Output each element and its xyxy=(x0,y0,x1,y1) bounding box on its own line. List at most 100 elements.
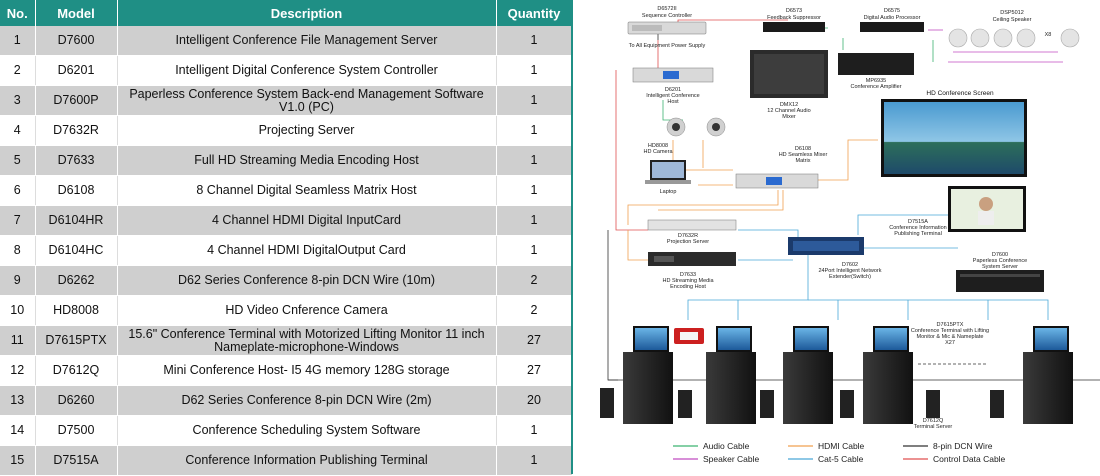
row-description: Intelligent Digital Conference System Co… xyxy=(117,55,497,86)
row-quantity: 1 xyxy=(496,415,573,446)
row-quantity: 27 xyxy=(496,325,573,356)
row-quantity: 20 xyxy=(496,385,573,416)
conf-host-name1: Intelligent Conference xyxy=(646,93,700,99)
hd-conference-screen: HD Conference Screen xyxy=(881,90,1027,177)
publishing-name2: Publishing Terminal xyxy=(894,231,942,237)
row-description: 4 Channel HDMI DigitalOutput Card xyxy=(117,235,497,266)
encoding-host: D7633 HD Streaming Media Encoding Host xyxy=(648,252,736,290)
row-model: D6201 xyxy=(35,55,118,86)
column-header: Model xyxy=(35,0,118,26)
seq-controller-name: Sequence Controller xyxy=(642,13,692,19)
mini-host-name: Terminal Server xyxy=(914,424,953,430)
row-number: 4 xyxy=(0,115,36,146)
speaker-count: X8 xyxy=(1045,32,1052,38)
publishing-name1: Conference Information xyxy=(889,225,946,231)
row-quantity: 1 xyxy=(496,235,573,266)
paperless-name1: Paperless Conference xyxy=(973,258,1027,264)
row-description: HD Video Cnference Camera xyxy=(117,295,497,326)
power-supply-label: To All Equipment Power Supply xyxy=(629,43,706,49)
screen-label: HD Conference Screen xyxy=(926,90,994,97)
row-number: 14 xyxy=(0,415,36,446)
row-model: D7600P xyxy=(35,85,118,116)
row-model: D6104HC xyxy=(35,235,118,266)
feedback-suppressor: D6573 Feedback Suppressor xyxy=(763,8,825,32)
encoding-name1: HD Streaming Media xyxy=(662,278,714,284)
row-quantity: 1 xyxy=(496,55,573,86)
switch-model: D7602 xyxy=(842,262,858,268)
hd-cameras: HD8008 HD Camera xyxy=(643,117,726,155)
row-number: 6 xyxy=(0,175,36,206)
terminal-unit xyxy=(1023,326,1073,424)
column-header: Quantity xyxy=(496,0,573,26)
conference-terminals: D7615PTX Conference Terminal with Liftin… xyxy=(623,322,1073,424)
audio-processor-name: Digital Audio Processor xyxy=(864,15,921,21)
row-description: D62 Series Conference 8-pin DCN Wire (2m… xyxy=(117,385,497,416)
legend-label: 8-pin DCN Wire xyxy=(933,441,993,451)
paperless-server: D7600 Paperless Conference System Server xyxy=(956,252,1044,292)
row-description: Paperless Conference System Back-end Man… xyxy=(117,85,497,116)
paperless-model: D7600 xyxy=(992,252,1008,258)
terminal-unit xyxy=(863,326,913,424)
row-model: D7500 xyxy=(35,415,118,446)
legend-label: Cat-5 Cable xyxy=(818,454,864,464)
legend-label: Control Data Cable xyxy=(933,454,1006,464)
speaker-model: DSP5012 xyxy=(1000,10,1024,16)
terminal-name2: Monitor & Mic & Nameplate xyxy=(917,334,984,340)
row-model: D6104HR xyxy=(35,205,118,236)
mixer-model: DMX12 xyxy=(780,102,798,108)
nameplate-display xyxy=(674,328,704,344)
publishing-model: D7515A xyxy=(908,219,928,225)
camera-name: HD Camera xyxy=(643,149,673,155)
encoding-name2: Encoding Host xyxy=(670,284,706,290)
row-number: 15 xyxy=(0,445,36,476)
row-description: Intelligent Conference File Management S… xyxy=(117,26,497,56)
laptop-label: Laptop xyxy=(660,189,677,195)
row-description: Conference Scheduling System Software xyxy=(117,415,497,446)
conference-amplifier: MP6935 Conference Amplifier xyxy=(838,53,914,90)
row-description: 15.6" Conference Terminal with Motorized… xyxy=(117,325,497,356)
mini-host-model: D7612Q xyxy=(923,418,944,424)
row-model: D7515A xyxy=(35,445,118,476)
column-header: Description xyxy=(117,0,497,26)
row-model: D7632R xyxy=(35,115,118,146)
matrix-host: D6108 HD Seamless Mixer Matrix xyxy=(735,146,827,189)
row-quantity: 1 xyxy=(496,175,573,206)
ceiling-speakers: X8 DSP5012 Ceiling Speaker xyxy=(948,10,1080,48)
row-model: D6262 xyxy=(35,265,118,296)
row-description: Conference Information Publishing Termin… xyxy=(117,445,497,476)
row-quantity: 1 xyxy=(496,85,573,116)
audio-mixer: DMX12 12 Channel Audio Mixer xyxy=(750,50,828,120)
row-description: 8 Channel Digital Seamless Matrix Host xyxy=(117,175,497,206)
legend-label: Speaker Cable xyxy=(703,454,760,464)
paperless-name2: System Server xyxy=(982,264,1018,270)
network-switch: D7602 24Port Intelligent Network Extende… xyxy=(788,237,882,280)
row-number: 5 xyxy=(0,145,36,176)
laptop: Laptop xyxy=(645,160,691,195)
row-description: Projecting Server xyxy=(117,115,497,146)
amplifier-model: MP6935 xyxy=(866,78,887,84)
camera-model: HD8008 xyxy=(648,143,668,149)
column-header: No. xyxy=(0,0,36,26)
mixer-name1: 12 Channel Audio xyxy=(767,108,810,114)
row-quantity: 2 xyxy=(496,265,573,296)
audio-processor-model: D6575 xyxy=(884,8,900,14)
row-model: D7612Q xyxy=(35,355,118,386)
row-model: D7600 xyxy=(35,26,118,56)
row-model: D7615PTX xyxy=(35,325,118,356)
row-number: 7 xyxy=(0,205,36,236)
terminal-count: X27 xyxy=(945,340,955,346)
